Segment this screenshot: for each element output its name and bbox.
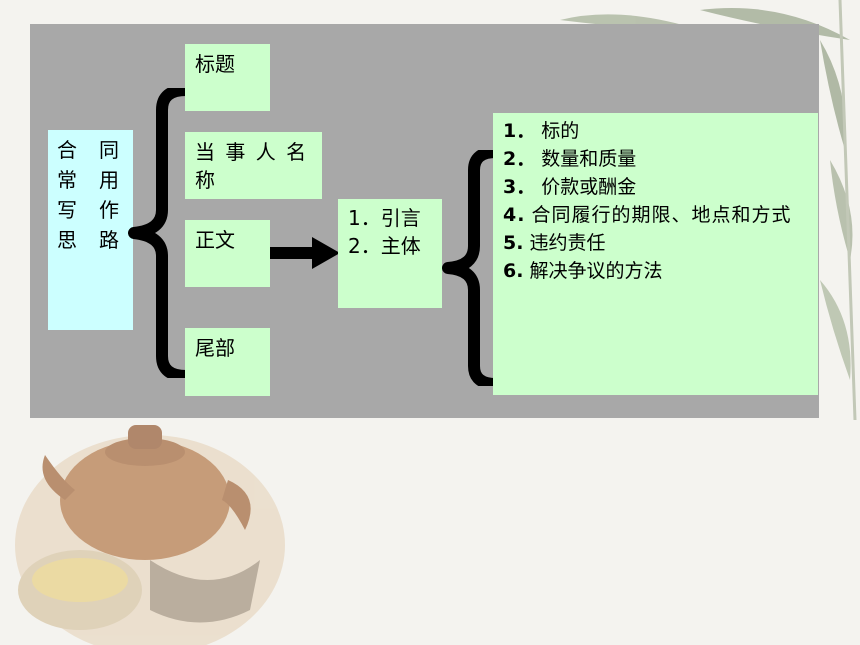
root-box: 合 同 常 用 写 作 思 路 — [48, 130, 133, 330]
root-title-char: 合 — [57, 138, 77, 162]
root-title-char: 同 — [99, 138, 119, 162]
body-part-item: 2．主体 — [348, 234, 421, 258]
body-parts-box: 1．引言 2．主体 — [338, 199, 442, 308]
section-label: 标题 — [195, 52, 235, 76]
main-item: 3．价款或酬金 — [503, 176, 637, 198]
section-label: 尾部 — [195, 336, 235, 360]
root-title-char: 思 — [57, 228, 77, 252]
section-box-body: 正文 — [185, 220, 270, 287]
root-title-char: 用 — [99, 168, 119, 192]
teapot-image — [15, 425, 285, 645]
root-title-char: 常 — [57, 168, 77, 192]
arrow-connector — [270, 237, 340, 269]
root-title: 合 同 常 用 写 作 思 路 — [57, 136, 141, 254]
root-title-char: 路 — [99, 228, 119, 252]
root-title-char: 写 — [57, 198, 77, 222]
right-brace — [442, 150, 497, 386]
section-label: 当 事 人 名 称 — [195, 140, 309, 192]
main-item: 5.违约责任 — [503, 232, 606, 254]
root-title-char: 作 — [99, 198, 119, 222]
section-box-title: 标题 — [185, 44, 270, 111]
main-item: 2．数量和质量 — [503, 148, 637, 170]
main-item: 1．标的 — [503, 120, 580, 142]
body-parts-list: 1．引言 2．主体 — [348, 204, 432, 260]
section-box-ending: 尾部 — [185, 328, 270, 396]
main-items-list: 1．标的 2．数量和质量 3．价款或酬金 4.合同履行的期限、地点和方式 5.违… — [503, 117, 808, 285]
main-item: 4.合同履行的期限、地点和方式 — [503, 204, 792, 226]
main-items-box: 1．标的 2．数量和质量 3．价款或酬金 4.合同履行的期限、地点和方式 5.违… — [493, 113, 818, 395]
section-label: 正文 — [195, 228, 235, 252]
left-brace — [128, 88, 187, 378]
section-box-parties: 当 事 人 名 称 — [185, 132, 322, 199]
body-part-item: 1．引言 — [348, 206, 421, 230]
main-item: 6.解决争议的方法 — [503, 260, 663, 282]
